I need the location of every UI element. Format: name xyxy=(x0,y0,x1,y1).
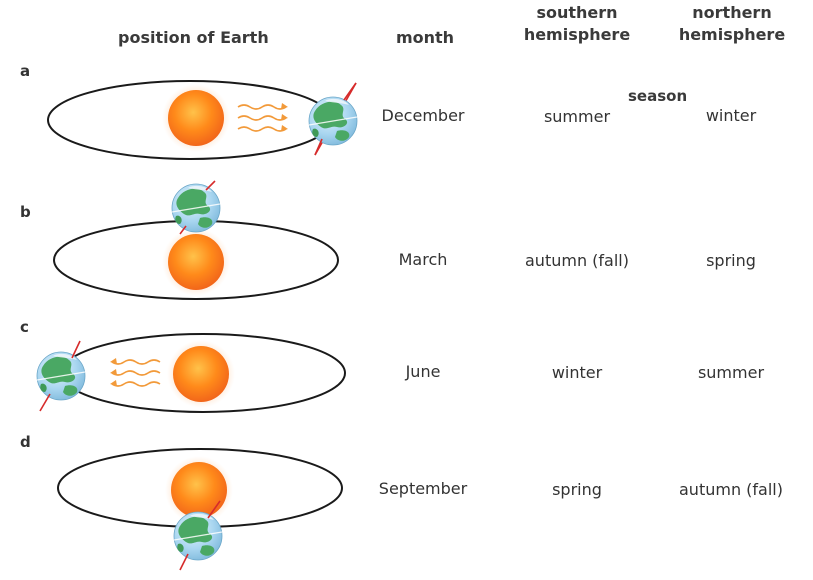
season-label: season xyxy=(628,87,688,105)
heat-rays-icon xyxy=(237,102,289,132)
column-header-position: position of Earth xyxy=(118,28,269,47)
southern-a: summer xyxy=(543,107,611,126)
earth-globe-icon xyxy=(36,351,86,401)
northern-d: autumn (fall) xyxy=(679,480,783,499)
earth-axis-icon xyxy=(71,340,81,359)
sun-icon xyxy=(162,84,230,152)
northern-b: spring xyxy=(706,251,756,270)
earth-axis-icon xyxy=(207,500,221,519)
heat-rays-icon xyxy=(109,357,161,387)
column-header-southern: southern hemisphere xyxy=(517,2,637,46)
northern-c: summer xyxy=(697,363,765,382)
southern-d: spring xyxy=(552,480,602,499)
column-header-northern: northern hemisphere xyxy=(672,2,792,46)
southern-c: winter xyxy=(551,363,603,382)
row-label-d: d xyxy=(20,433,31,451)
earth-axis-icon xyxy=(205,180,216,191)
month-b: March xyxy=(398,250,448,269)
column-header-northern-line2: hemisphere xyxy=(678,25,786,44)
month-d: September xyxy=(378,479,468,498)
row-label-b: b xyxy=(20,203,31,221)
column-header-northern-line1: northern xyxy=(692,3,772,22)
row-label-c: c xyxy=(20,318,29,336)
sun-icon xyxy=(167,340,235,408)
column-header-southern-line1: southern xyxy=(536,3,618,22)
column-header-southern-line2: hemisphere xyxy=(523,25,631,44)
month-c: June xyxy=(405,362,441,381)
earth-globe-icon xyxy=(171,183,221,233)
earth-globe-icon xyxy=(173,511,223,561)
southern-b: autumn (fall) xyxy=(525,251,629,270)
sun-icon xyxy=(162,228,230,296)
earth-globe-icon xyxy=(308,96,358,146)
column-header-month: month xyxy=(395,28,455,47)
northern-a: winter xyxy=(705,106,757,125)
row-label-a: a xyxy=(20,62,31,80)
month-a: December xyxy=(381,106,465,125)
